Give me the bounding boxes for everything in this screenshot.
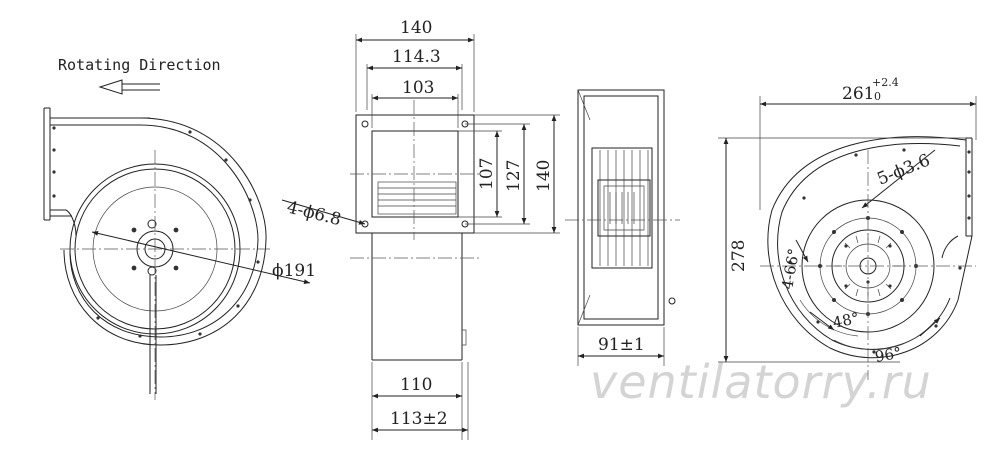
side-bottom-113: 113±2 (390, 409, 448, 429)
rear-width-261: 261 (842, 84, 874, 104)
side-width-114-3: 114.3 (392, 47, 441, 67)
side-height-140: 140 (534, 160, 554, 192)
side-width-140: 140 (400, 18, 432, 38)
front-view: Rotating Direction (43, 56, 316, 400)
rear-width-tol-lower: 0 (874, 90, 881, 103)
rear-holes-5: 5-ϕ3.6 (874, 150, 933, 189)
rear-holes-4: 4-66° (778, 247, 803, 291)
rotating-direction-caption: Rotating Direction (58, 56, 221, 74)
rotation-arrow-icon (98, 79, 160, 95)
front-diameter-label: ϕ191 (272, 261, 316, 281)
side-bottom-110: 110 (400, 375, 432, 395)
side-height-127: 127 (504, 160, 524, 192)
side-height-107: 107 (477, 158, 497, 190)
side-width-103: 103 (402, 78, 434, 98)
rear-width-tol-upper: +2.4 (872, 76, 899, 89)
blower-section-view: 91±1 (565, 89, 680, 366)
rear-view: 261 +2.4 0 278 5-ϕ3.6 4-66° 48° 96° (718, 76, 977, 380)
watermark: ventilatorry.ru (590, 355, 932, 409)
rear-height-278: 278 (729, 240, 749, 272)
rear-angle-96: 96° (874, 344, 903, 366)
side-view: 140 114.3 103 107 127 140 4-ϕ6.8 110 113… (281, 18, 560, 440)
blower-depth-label: 91±1 (598, 335, 645, 355)
rear-angle-48: 48° (831, 309, 861, 332)
side-holes-label: 4-ϕ6.8 (285, 197, 343, 230)
